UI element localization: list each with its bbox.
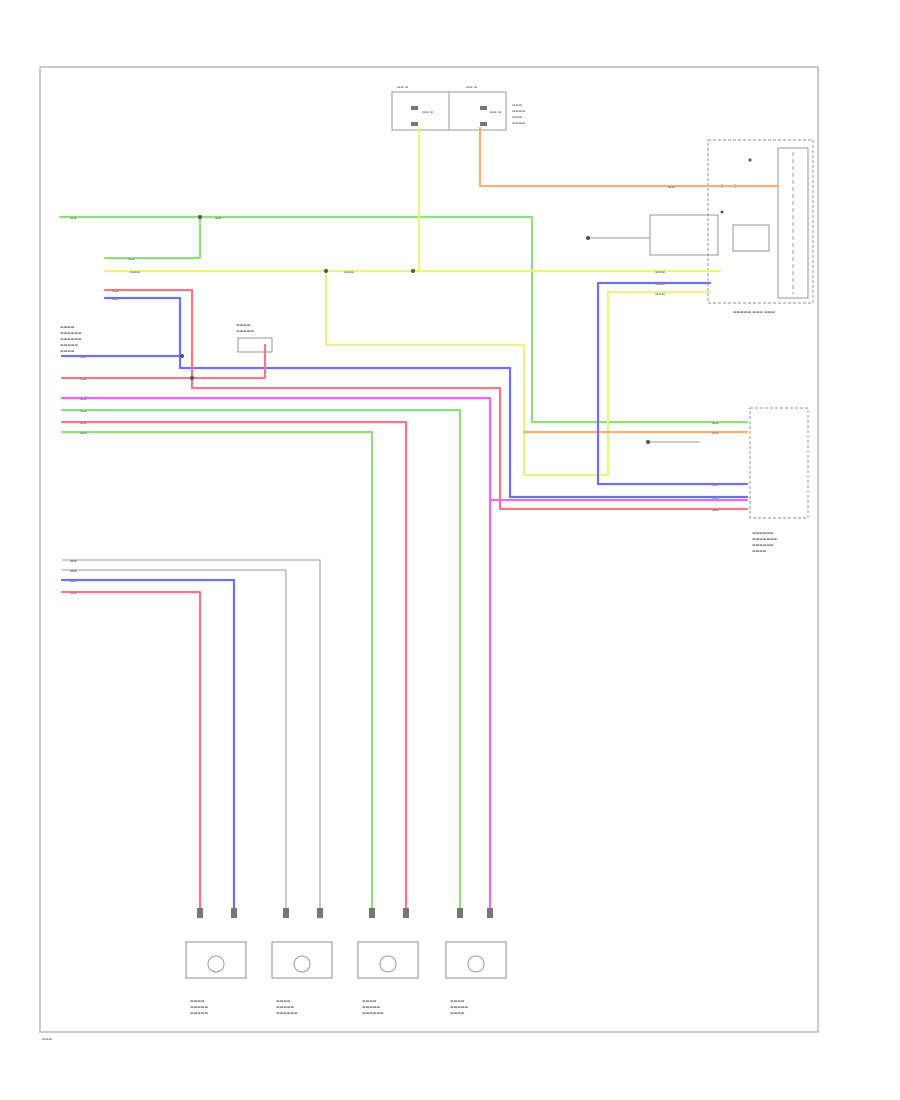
svg-text:▬▬: ▬▬ — [712, 496, 719, 500]
svg-text:▬▬▬▬: ▬▬▬▬ — [450, 1010, 465, 1015]
svg-text:▬▬▬▬▬: ▬▬▬▬▬ — [190, 1004, 208, 1009]
svg-text:▬▬: ▬▬ — [80, 409, 87, 413]
svg-text:▬▬▬▬: ▬▬▬▬ — [512, 109, 526, 113]
svg-text:▬▬▬: ▬▬▬ — [42, 1037, 53, 1041]
junction-nodes — [180, 215, 650, 444]
svg-text:▬▬▬▬▬: ▬▬▬▬▬ — [60, 342, 78, 347]
svg-text:▬▬▬▬▬: ▬▬▬▬▬ — [450, 1004, 468, 1009]
svg-text:▬▬: ▬▬ — [128, 257, 135, 261]
svg-text:▬▬: ▬▬ — [712, 431, 719, 435]
svg-text:▬▬▬▬: ▬▬▬▬ — [60, 348, 75, 353]
svg-text:▬▬: ▬▬ — [70, 559, 77, 563]
svg-text:▬▬▬▬: ▬▬▬▬ — [190, 998, 205, 1003]
wire-green-top — [58, 215, 749, 424]
wire-orange — [478, 126, 780, 188]
svg-text:▬▬: ▬▬ — [80, 377, 87, 381]
svg-text:▬▬: ▬▬ — [70, 569, 77, 573]
motor-3: ▬▬▬▬ ▬▬▬▬▬ ▬▬▬▬▬▬ — [357, 908, 419, 1015]
svg-text:▬▬▬: ▬▬▬ — [655, 292, 666, 296]
svg-text:▬▬▬▬: ▬▬▬▬ — [450, 998, 465, 1003]
svg-text:▬▬▬▬: ▬▬▬▬ — [236, 322, 251, 327]
svg-text:▬▬: ▬▬ — [80, 397, 87, 401]
motor-1: ▬▬▬▬ ▬▬▬▬▬ ▬▬▬▬▬ — [185, 908, 247, 1015]
svg-text:▬▬ ▬: ▬▬ ▬ — [422, 110, 434, 114]
svg-text:▬▬: ▬▬ — [668, 185, 675, 189]
svg-text:▬▬▬▬: ▬▬▬▬ — [512, 121, 526, 125]
svg-text:▬▬: ▬▬ — [80, 421, 87, 425]
svg-text:▬▬: ▬▬ — [215, 216, 222, 220]
svg-text:▬▬▬▬: ▬▬▬▬ — [752, 548, 767, 553]
svg-text:▬▬▬▬▬▬: ▬▬▬▬▬▬ — [752, 530, 774, 535]
svg-text:▬▬▬▬: ▬▬▬▬ — [276, 998, 291, 1003]
control-unit-middle-right: ▬▬▬▬▬▬ ▬▬▬▬▬▬▬ ▬▬▬▬▬▬ ▬▬▬▬ — [749, 407, 809, 553]
svg-text:▬▬▬▬▬: ▬▬▬▬▬ — [362, 1004, 380, 1009]
svg-text:▬▬▬▬▬▬: ▬▬▬▬▬▬ — [276, 1010, 298, 1015]
svg-text:▬▬▬▬▬: ▬▬▬▬▬ — [276, 1004, 294, 1009]
motor-4: ▬▬▬▬ ▬▬▬▬▬ ▬▬▬▬ — [445, 908, 507, 1015]
svg-text:▬▬▬▬▬: ▬▬▬▬▬ — [236, 328, 254, 333]
wire-pink — [103, 288, 749, 511]
svg-text:▬▬▬▬▬ ▬▬▬ ▬▬▬: ▬▬▬▬▬ ▬▬▬ ▬▬▬ — [733, 309, 775, 314]
svg-text:▬▬▬▬▬▬: ▬▬▬▬▬▬ — [60, 330, 82, 335]
svg-text:▬▬: ▬▬ — [80, 431, 87, 435]
svg-text:▬▬ ▬: ▬▬ ▬ — [397, 85, 409, 89]
svg-text:▬▬ ▬: ▬▬ ▬ — [466, 85, 478, 89]
svg-text:▬▬▬▬▬▬▬: ▬▬▬▬▬▬▬ — [752, 536, 778, 541]
svg-text:▬▬▬▬: ▬▬▬▬ — [362, 998, 377, 1003]
svg-text:▬▬▬▬▬▬: ▬▬▬▬▬▬ — [362, 1010, 384, 1015]
svg-text:▬▬▬▬▬▬: ▬▬▬▬▬▬ — [752, 542, 774, 547]
svg-text:▬▬: ▬▬ — [112, 297, 119, 301]
wire-green-lower — [60, 408, 462, 914]
svg-text:▬▬: ▬▬ — [712, 483, 719, 487]
svg-text:▬▬▬: ▬▬▬ — [344, 270, 355, 274]
motor-2: ▬▬▬▬ ▬▬▬▬▬ ▬▬▬▬▬▬ — [271, 908, 333, 1015]
svg-text:▬▬: ▬▬ — [712, 421, 719, 425]
svg-text:▬▬ ▬: ▬▬ ▬ — [490, 110, 502, 114]
wire-blue — [103, 296, 749, 499]
wire-tags: ▬▬ ▬▬ ▬▬ ▬▬▬ ▬▬▬ ▬▬ ▬▬ ▬▬▬ ▬▬▬ ▬▬▬ ▬▬ ▬▬… — [42, 185, 719, 1041]
svg-text:▬▬▬▬▬: ▬▬▬▬▬ — [190, 1010, 208, 1015]
svg-text:▬▬▬: ▬▬▬ — [130, 270, 141, 274]
wire-gray-lower — [62, 559, 321, 912]
svg-text:▬▬▬: ▬▬▬ — [512, 115, 523, 119]
svg-text:▬▬: ▬▬ — [712, 508, 719, 512]
svg-text:▬▬: ▬▬ — [70, 579, 77, 583]
svg-text:▬▬: ▬▬ — [70, 216, 77, 220]
svg-text:▬▬: ▬▬ — [70, 591, 77, 595]
svg-text:▬▬▬▬▬▬: ▬▬▬▬▬▬ — [60, 336, 82, 341]
left-connector: ▬▬▬▬ ▬▬▬▬▬▬ ▬▬▬▬▬▬ ▬▬▬▬▬ ▬▬▬▬ ▬▬▬▬ ▬▬▬▬▬ — [60, 322, 273, 353]
svg-text:▬▬▬: ▬▬▬ — [655, 282, 666, 286]
svg-text:▬▬▬: ▬▬▬ — [512, 103, 523, 107]
svg-text:▬▬▬▬: ▬▬▬▬ — [60, 324, 75, 329]
control-unit-top-right: ▬▬▬▬▬ ▬▬▬ ▬▬▬ — [649, 139, 814, 314]
svg-text:▬▬: ▬▬ — [112, 289, 119, 293]
diagram-frame — [39, 66, 819, 1033]
fuse-block: ▬▬ ▬ ▬▬ ▬ ▬▬ ▬ ▬▬ ▬ ▬▬▬ ▬▬▬▬ ▬▬▬ ▬▬▬▬ — [391, 85, 526, 131]
svg-text:▬▬▬: ▬▬▬ — [655, 270, 666, 274]
svg-text:▬▬: ▬▬ — [80, 355, 87, 359]
